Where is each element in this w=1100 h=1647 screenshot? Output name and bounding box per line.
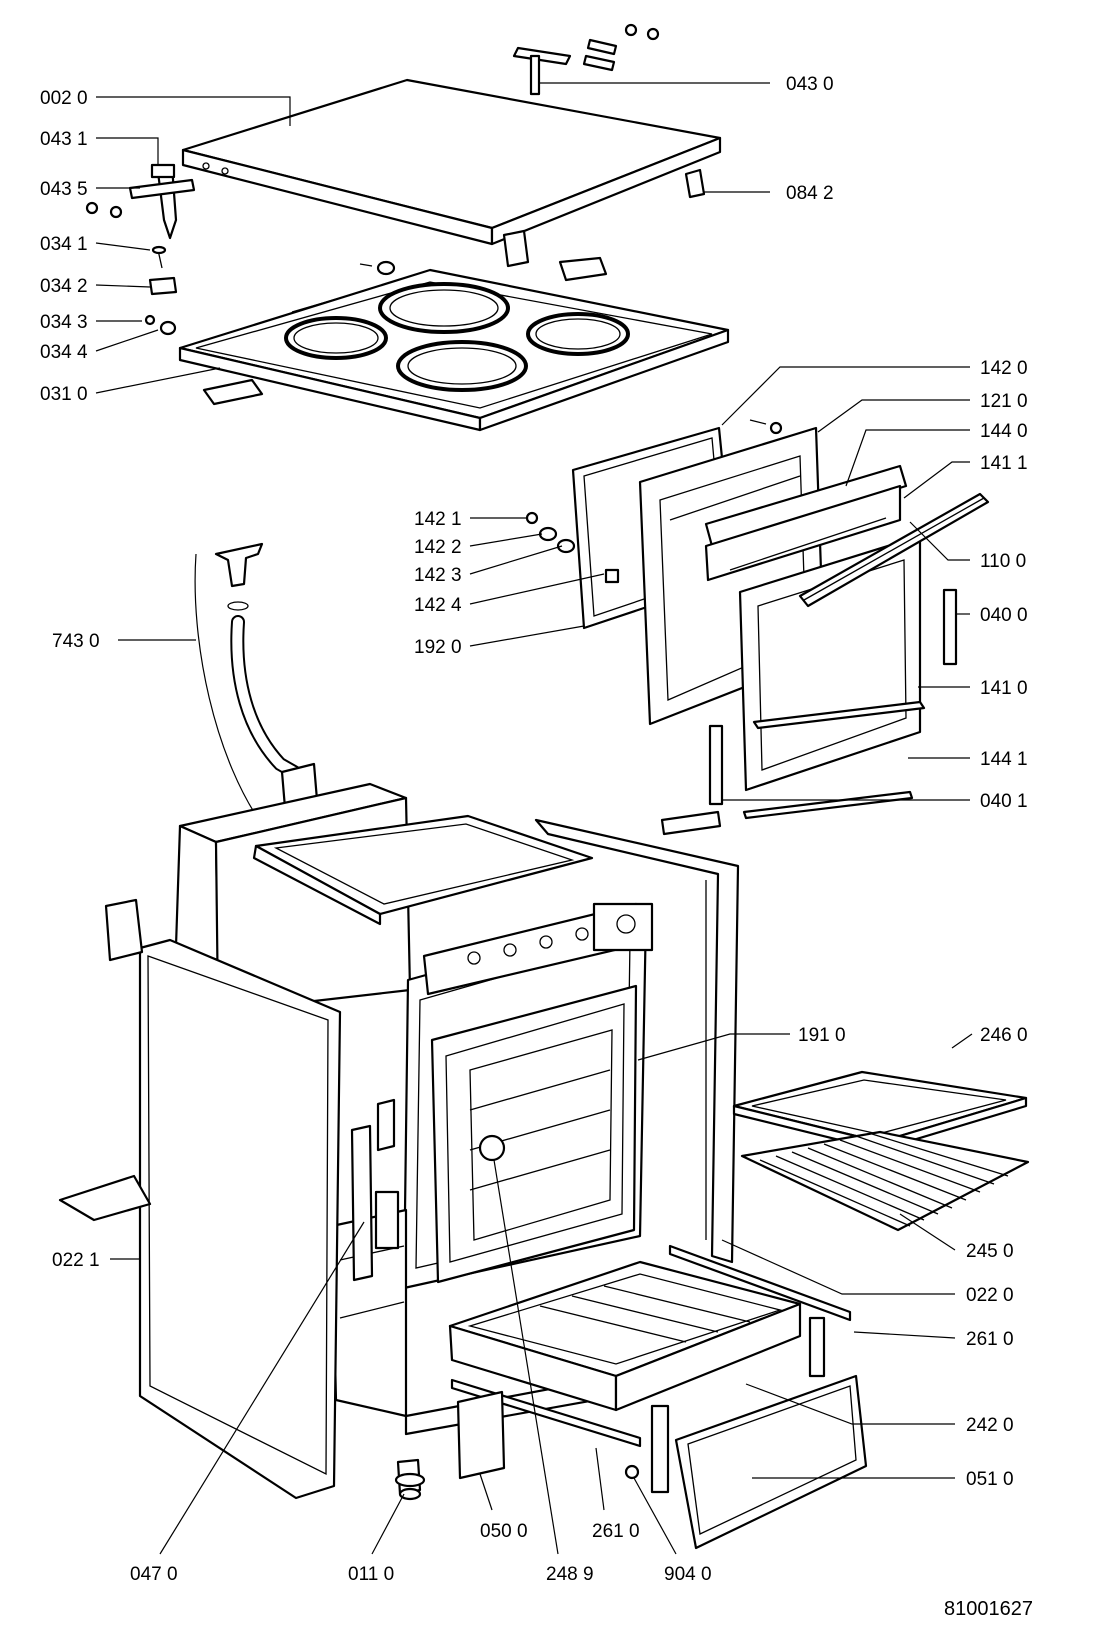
callout-label: 191 0 (798, 1025, 846, 1046)
hotplate-left (284, 316, 388, 360)
callout-label: 261 0 (966, 1329, 1014, 1350)
callout-label: 261 0 (592, 1521, 640, 1542)
door-handle-part (798, 492, 990, 608)
callout-label: 142 3 (414, 565, 462, 586)
callout-label: 022 1 (52, 1250, 100, 1271)
hotplate-back (378, 282, 510, 334)
cabinet-body (174, 782, 740, 1436)
drawer-runner-part (450, 1244, 852, 1480)
drain-hose-part (194, 542, 320, 831)
callout-label: 047 0 (130, 1564, 178, 1585)
hotplate-front (396, 340, 528, 392)
storage-drawer-part (448, 1260, 826, 1494)
callout-label: 142 2 (414, 537, 462, 558)
callout-label: 043 1 (40, 129, 88, 150)
hinge-top-left (85, 163, 196, 240)
callout-label: 034 1 (40, 234, 88, 255)
callout-label: 248 9 (546, 1564, 594, 1585)
callout-label: 043 5 (40, 179, 88, 200)
callout-labels: 002 0 043 1 043 5 034 1 034 2 034 3 034 … (40, 74, 1033, 1620)
door-screws (525, 419, 783, 584)
oven-grid-part (740, 1130, 1030, 1232)
callout-label: 904 0 (664, 1564, 712, 1585)
hotplate-right (526, 312, 630, 356)
left-side-panel-part (58, 898, 342, 1500)
baking-tray-part (732, 1070, 1028, 1152)
callout-label: 040 0 (980, 605, 1028, 626)
callout-label: 242 0 (966, 1415, 1014, 1436)
door-hinges (660, 588, 958, 836)
callout-label: 144 1 (980, 749, 1028, 770)
callout-label: 034 4 (40, 342, 88, 363)
callout-label: 246 0 (980, 1025, 1028, 1046)
door-liner-part (704, 464, 908, 582)
callout-label: 031 0 (40, 384, 88, 405)
callout-label: 743 0 (52, 631, 100, 652)
callout-label: 192 0 (414, 637, 462, 658)
drawing-number: 81001627 (944, 1598, 1033, 1620)
callout-label: 245 0 (966, 1241, 1014, 1262)
adjustable-foot-part (394, 1458, 426, 1501)
callout-label: 141 0 (980, 678, 1028, 699)
callout-label: 084 2 (786, 183, 834, 204)
hob-fixings (144, 245, 608, 336)
callout-label: 144 0 (980, 421, 1028, 442)
drawer-front-part (674, 1374, 868, 1550)
hinge-top-right (512, 23, 660, 96)
callout-label: 141 1 (980, 453, 1028, 474)
callout-label: 142 4 (414, 595, 462, 616)
callout-label: 043 0 (786, 74, 834, 95)
callout-label: 142 1 (414, 509, 462, 530)
callout-label: 011 0 (348, 1564, 394, 1585)
callout-label: 002 0 (40, 88, 88, 109)
hob-plate-part (178, 268, 730, 432)
callout-label: 034 2 (40, 276, 88, 297)
callout-label: 040 1 (980, 791, 1028, 812)
lid-part (181, 78, 722, 268)
callout-label: 110 0 (980, 551, 1026, 572)
callout-label: 022 0 (966, 1285, 1014, 1306)
callout-label: 121 0 (980, 391, 1028, 412)
callout-label: 142 0 (980, 358, 1028, 379)
leader-lines (95, 82, 973, 1555)
callout-label: 034 3 (40, 312, 88, 333)
callout-label: 050 0 (480, 1521, 528, 1542)
callout-label: 051 0 (966, 1469, 1014, 1490)
bracket-part (350, 1124, 400, 1282)
